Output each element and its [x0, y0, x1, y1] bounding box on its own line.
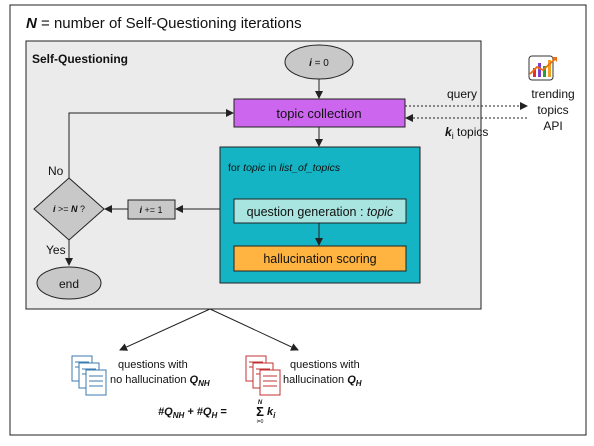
hallucination-scoring-label: hallucination scoring: [263, 252, 376, 266]
sigma-top: N: [258, 400, 263, 406]
edge-to-no-hallucination: [119, 308, 211, 351]
api-label-line2: topics: [537, 103, 568, 117]
question-generation-label: question generation : topic: [247, 205, 394, 219]
h-line1: questions with: [290, 359, 360, 371]
yes-label: Yes: [46, 243, 66, 257]
edge-no-to-collection: [68, 109, 234, 178]
header-text: N = number of Self-Questioning iteration…: [26, 15, 302, 32]
nh-line1: questions with: [118, 359, 188, 371]
h-line2: hallucination QH: [283, 374, 362, 388]
end-node: [36, 266, 102, 300]
group-title: Self-Questioning: [32, 52, 128, 66]
nh-line2: no hallucination QNH: [110, 374, 210, 388]
question-generation-node: [233, 198, 407, 224]
start-node-label: i = 0: [309, 58, 329, 69]
no-label: No: [48, 164, 64, 178]
k-topics-label: ki topics: [445, 125, 488, 141]
formula: #QNH + #QH =: [158, 406, 227, 420]
sigma-symbol: Σ: [256, 404, 264, 419]
document-stack-icon: [245, 355, 281, 396]
end-node-label: end: [59, 277, 79, 291]
trending-chart-icon: [528, 55, 557, 81]
document-stack-icon: [71, 355, 107, 396]
topic-collection-label: topic collection: [276, 106, 361, 121]
api-label-line1: trending: [531, 87, 574, 101]
sigma-bottom: i=0: [257, 419, 264, 425]
formula-k: ki: [267, 406, 276, 420]
api-label-line3: API: [543, 119, 562, 133]
hallucination-scoring-node: [233, 245, 407, 272]
query-label: query: [447, 87, 477, 101]
edge-to-hallucination: [209, 308, 299, 351]
topic-collection-node: [233, 98, 406, 128]
decision-label: i >= N ?: [53, 204, 85, 214]
loop-header: for topic in list_of_topics: [228, 162, 341, 174]
increment-label: i += 1: [139, 205, 162, 215]
